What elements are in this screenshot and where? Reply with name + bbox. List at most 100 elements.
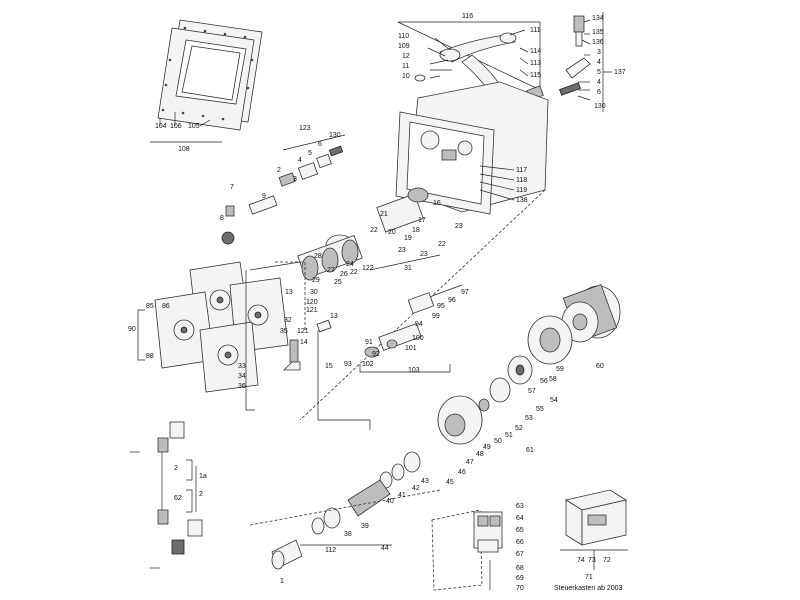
leader-lines	[427, 19, 591, 201]
part-number-label: 71	[585, 574, 593, 581]
control-box-2003	[560, 489, 628, 570]
suction-pipe-group	[397, 21, 544, 101]
part-number-label: 8	[220, 215, 224, 222]
part-number-label: 57	[528, 388, 536, 395]
part-number-label: 21	[380, 211, 388, 218]
part-number-label: 99	[432, 313, 440, 320]
pump-motor	[561, 284, 621, 343]
part-number-label: 56	[540, 378, 548, 385]
part-number-label: 97	[461, 289, 469, 296]
part-number-label: 123	[299, 125, 311, 132]
part-number-label: 96	[448, 297, 456, 304]
part-number-label: 11	[402, 63, 409, 70]
part-number-label: 121	[297, 328, 309, 335]
part-number-label: 65	[516, 527, 524, 534]
part-number-label: 73	[588, 557, 596, 564]
control-box-caption: Steuerkasten ab 2003	[554, 585, 623, 592]
part-number-label: 27	[327, 267, 335, 274]
part-number-label: 22	[438, 241, 446, 248]
part-number-label: 5	[308, 150, 312, 157]
part-number-label: 2	[174, 465, 178, 472]
part-number-label: 23	[455, 223, 463, 230]
part-number-label: 119	[516, 187, 527, 194]
part-number-label: 103	[408, 367, 420, 374]
part-number-label: 53	[525, 415, 533, 422]
part-number-label: 23	[398, 247, 406, 254]
part-number-label: 105	[188, 123, 200, 130]
valve-body	[249, 187, 441, 281]
part-number-label: 34	[238, 373, 246, 380]
part-number-label: 50	[494, 438, 502, 445]
part-number-label: 10	[402, 73, 410, 80]
part-number-label: 113	[530, 60, 541, 67]
part-number-label: 1	[280, 578, 284, 585]
part-number-label: 130	[329, 132, 341, 139]
part-number-label: 64	[516, 515, 524, 522]
part-number-label: 49	[483, 444, 491, 451]
gasket-group	[150, 19, 263, 143]
part-number-label: 25	[334, 279, 342, 286]
part-number-label: 108	[178, 146, 190, 153]
part-number-label: 67	[516, 551, 524, 558]
part-number-label: 47	[466, 459, 474, 466]
part-number-label: 137	[614, 69, 626, 76]
part-number-label: 16	[433, 200, 441, 207]
part-number-label: 101	[405, 345, 417, 352]
part-number-label: 30	[310, 289, 318, 296]
part-number-label: 92	[372, 351, 380, 358]
part-number-label: 33	[238, 363, 246, 370]
part-number-label: 40	[386, 498, 394, 505]
part-number-label: 26	[340, 271, 348, 278]
part-number-label: 69	[516, 575, 524, 582]
part-number-label: 13	[285, 289, 293, 296]
part-number-label: 136	[592, 39, 604, 46]
part-number-label: 63	[516, 503, 524, 510]
part-number-label: 44	[381, 545, 389, 552]
part-number-label: 4	[597, 59, 601, 66]
part-number-labels: 1161111101091211101141131151341361353454…	[128, 13, 626, 592]
part-number-label: 39	[361, 523, 369, 530]
part-number-label: 121	[306, 307, 318, 314]
part-number-label: 28	[314, 253, 322, 260]
part-number-label: 66	[516, 539, 524, 546]
part-number-label: 18	[412, 227, 420, 234]
part-number-label: 15	[325, 363, 333, 370]
part-number-label: 4	[298, 157, 302, 164]
part-number-label: 102	[362, 361, 374, 368]
part-number-label: 85	[146, 303, 154, 310]
control-pipe	[283, 319, 371, 430]
part-number-label: 52	[515, 425, 523, 432]
part-number-label: 58	[549, 376, 557, 383]
part-number-label: 9	[262, 193, 266, 200]
part-number-label: 13	[330, 313, 338, 320]
part-number-label: 17	[418, 217, 426, 224]
part-number-label: 86	[162, 303, 170, 310]
part-number-label: 6	[597, 89, 601, 96]
part-number-label: 5	[597, 69, 601, 76]
part-number-label: 100	[412, 335, 424, 342]
part-number-label: 23	[420, 251, 428, 258]
part-number-label: 3	[597, 49, 601, 56]
part-number-label: 110	[398, 33, 409, 40]
part-number-label: 48	[476, 451, 484, 458]
part-number-label: 7	[230, 184, 234, 191]
part-number-label: 12	[402, 53, 410, 60]
part-number-label: 31	[404, 265, 412, 272]
air-valve-stem	[221, 195, 278, 245]
part-number-label: 104	[155, 123, 167, 130]
part-number-label: 72	[603, 557, 611, 564]
part-number-label: 130	[594, 103, 606, 110]
jet-nozzle-group	[278, 134, 346, 187]
part-number-label: 29	[312, 277, 320, 284]
part-number-label: 106	[170, 123, 182, 130]
part-number-label: 62	[174, 495, 182, 502]
pump-housing	[507, 315, 573, 385]
part-number-label: 22	[370, 227, 378, 234]
part-number-label: 54	[550, 397, 558, 404]
part-number-label: 90	[128, 326, 136, 333]
part-number-label: 46	[458, 469, 466, 476]
part-number-label: 22	[350, 269, 358, 276]
part-number-label: 70	[516, 585, 524, 592]
